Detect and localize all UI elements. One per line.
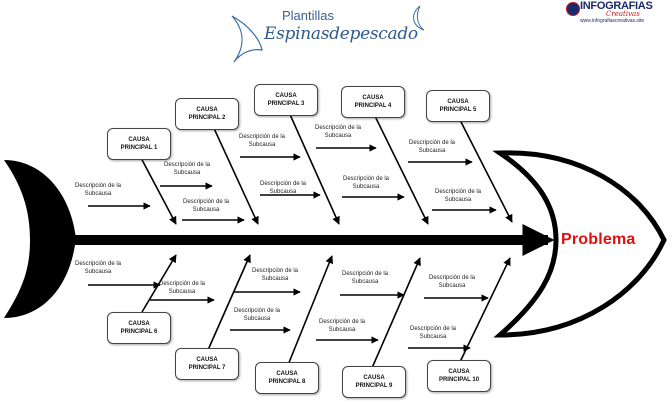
logo-url-text: www.infografiascreativas.site	[580, 18, 645, 24]
fish-sketch-tail-icon	[413, 5, 425, 31]
subcause-line1: Descripción de la	[74, 261, 122, 267]
cause-box-9: CAUSA PRINCIPAL 9	[342, 366, 406, 398]
subcause-line1: Descripción de la	[428, 275, 476, 281]
cause-box-3-line1: CAUSA	[275, 93, 297, 99]
subcause-line2: Subcausa	[438, 283, 466, 289]
cause-box-2: CAUSA PRINCIPAL 2	[175, 98, 239, 130]
subcause-label: Descripción de la Subcausa	[227, 133, 297, 149]
cause-box-10-line1: CAUSA	[448, 369, 470, 375]
cause-box-2-line1: CAUSA	[196, 107, 218, 113]
subcause-label: Descripción de la Subcausa	[248, 180, 318, 196]
upper-bones	[139, 109, 513, 225]
subcause-line2: Subcausa	[192, 207, 220, 213]
subcause-line2: Subcausa	[418, 148, 446, 154]
cause-box-9-line2: PRINCIPAL 9	[355, 383, 393, 389]
subcause-label: Descripción de la Subcausa	[171, 198, 241, 214]
subcause-line2: Subcausa	[84, 269, 112, 275]
subcause-label: Descripción de la Subcausa	[330, 270, 400, 286]
subcause-label: Descripción de la Subcausa	[152, 161, 222, 177]
cause-box-7-line2: PRINCIPAL 7	[188, 365, 226, 371]
problem-label: Problema	[561, 231, 636, 248]
subcause-line1: Descripción de la	[409, 326, 457, 332]
subcause-line2: Subcausa	[261, 276, 289, 282]
subcause-line1: Descripción de la	[408, 140, 456, 146]
cause-box-3-line2: PRINCIPAL 3	[267, 101, 305, 107]
cause-box-1-line1: CAUSA	[128, 137, 150, 143]
subcause-label: Descripción de la Subcausa	[417, 274, 487, 290]
subcause-line1: Descripción de la	[233, 308, 281, 314]
logo-sub-text: Creativas	[606, 10, 640, 18]
subcause-line1: Descripción de la	[342, 176, 390, 182]
cause-box-4-line2: PRINCIPAL 4	[354, 103, 392, 109]
subcause-line2: Subcausa	[168, 289, 196, 295]
subcause-line2: Subcausa	[351, 279, 379, 285]
cause-box-5-line2: PRINCIPAL 5	[439, 107, 477, 113]
subcause-label: Descripción de la Subcausa	[331, 175, 401, 191]
subcause-label: Descripción de la Subcausa	[303, 124, 373, 140]
subcause-label: Descripción de la Subcausa	[397, 139, 467, 155]
subcause-line2: Subcausa	[324, 133, 352, 139]
template-label: Plantillas	[282, 8, 335, 23]
cause-box-8-line2: PRINCIPAL 8	[268, 379, 306, 385]
cause-box-2-line2: PRINCIPAL 2	[188, 115, 226, 121]
fish-tail-icon	[4, 160, 76, 318]
subcause-line2: Subcausa	[328, 327, 356, 333]
cause-box-5-line1: CAUSA	[447, 99, 469, 105]
subcause-line1: Descripción de la	[341, 271, 389, 277]
cause-box-7: CAUSA PRINCIPAL 7	[175, 348, 239, 380]
cause-box-4: CAUSA PRINCIPAL 4	[341, 86, 405, 118]
lower-subcause-arrows	[88, 281, 489, 352]
subcause-label: Descripción de la Subcausa	[222, 307, 292, 323]
subcause-line2: Subcausa	[248, 142, 276, 148]
subcause-label: Descripción de la Subcausa	[423, 188, 493, 204]
subcause-line1: Descripción de la	[163, 162, 211, 168]
cause-box-1: CAUSA PRINCIPAL 1	[107, 128, 171, 160]
subcause-label: Descripción de la Subcausa	[147, 280, 217, 296]
subcause-line1: Descripción de la	[434, 189, 482, 195]
subcause-line1: Descripción de la	[314, 125, 362, 131]
cause-box-3: CAUSA PRINCIPAL 3	[254, 84, 318, 116]
subcause-line2: Subcausa	[173, 170, 201, 176]
subcause-line1: Descripción de la	[74, 183, 122, 189]
fish-sketch-icon	[231, 15, 263, 63]
subcause-line2: Subcausa	[84, 191, 112, 197]
logo-main-text: INFOGRAFIAS	[580, 0, 653, 12]
subcause-label: Descripción de la Subcausa	[307, 318, 377, 334]
brand-logo: INFOGRAFIAS Creativas www.infografiascre…	[566, 0, 670, 24]
cause-box-5: CAUSA PRINCIPAL 5	[426, 90, 490, 122]
cause-box-10: CAUSA PRINCIPAL 10	[427, 360, 491, 392]
cause-box-10-line2: PRINCIPAL 10	[438, 377, 480, 383]
cause-box-8-line1: CAUSA	[276, 371, 298, 377]
cause-box-6-line1: CAUSA	[128, 321, 150, 327]
cause-box-4-line1: CAUSA	[362, 95, 384, 101]
subcause-line1: Descripción de la	[182, 199, 230, 205]
subcause-line2: Subcausa	[269, 189, 297, 195]
subcause-line2: Subcausa	[444, 197, 472, 203]
cause-box-7-line1: CAUSA	[196, 357, 218, 363]
cause-box-8: CAUSA PRINCIPAL 8	[255, 362, 319, 394]
cause-box-1-line2: PRINCIPAL 1	[120, 145, 158, 151]
upper-subcause-arrows	[88, 144, 497, 224]
subcause-label: Descripción de la Subcausa	[398, 325, 468, 341]
subcause-label: Descripción de la Subcausa	[63, 182, 133, 198]
cause-box-6: CAUSA PRINCIPAL 6	[107, 312, 171, 344]
subcause-label: Descripción de la Subcausa	[63, 260, 133, 276]
subcause-line1: Descripción de la	[318, 319, 366, 325]
subcause-line2: Subcausa	[419, 334, 447, 340]
subcause-line2: Subcausa	[243, 316, 271, 322]
diagram-title: Espinasdepescado	[264, 24, 418, 44]
subcause-line1: Descripción de la	[259, 181, 307, 187]
cause-box-9-line1: CAUSA	[363, 375, 385, 381]
logo-badge-icon	[566, 2, 580, 16]
subcause-line1: Descripción de la	[158, 281, 206, 287]
subcause-line1: Descripción de la	[238, 134, 286, 140]
subcause-label: Descripción de la Subcausa	[240, 267, 310, 283]
subcause-line1: Descripción de la	[251, 268, 299, 274]
cause-box-6-line2: PRINCIPAL 6	[120, 329, 158, 335]
subcause-line2: Subcausa	[352, 184, 380, 190]
fish-head-outline	[492, 150, 667, 338]
